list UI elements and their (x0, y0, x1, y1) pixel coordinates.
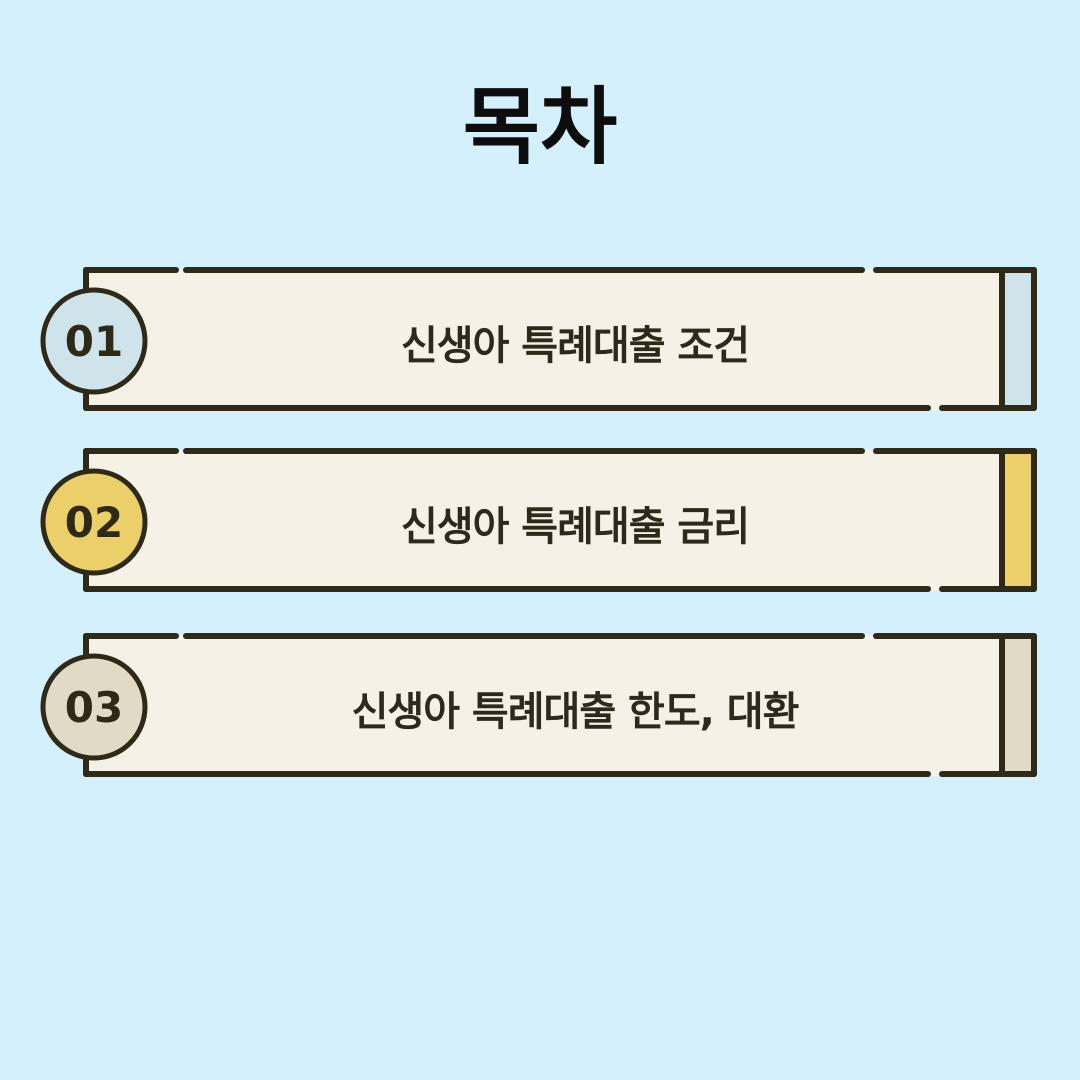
toc-item-label: 신생아 특례대출 한도, 대환 (351, 689, 800, 735)
number-badge (40, 653, 148, 761)
toc-item-number: 02 (65, 498, 123, 547)
toc-item-number: 01 (65, 317, 123, 366)
toc-card-frame: 02 (40, 448, 1037, 592)
toc-item-label: 신생아 특례대출 금리 (400, 504, 750, 550)
toc-item-3[interactable]: 03 신생아 특례대출 한도, 대환 (40, 633, 1040, 783)
toc-item-number: 03 (65, 683, 123, 732)
accent-strip (1002, 271, 1034, 408)
toc-item-1[interactable]: 01 신생아 특례대출 조건 (40, 267, 1040, 417)
toc-item-label: 신생아 특례대출 조건 (400, 323, 750, 369)
number-badge (40, 287, 148, 395)
accent-strip (1002, 637, 1034, 774)
page-title: 목차 (462, 78, 618, 176)
accent-strip (1002, 452, 1034, 589)
toc-card-frame: 03 (40, 633, 1037, 777)
toc-card-frame: 01 (40, 267, 1037, 411)
number-badge (40, 468, 148, 576)
toc-item-2[interactable]: 02 신생아 특례대출 금리 (40, 448, 1040, 598)
